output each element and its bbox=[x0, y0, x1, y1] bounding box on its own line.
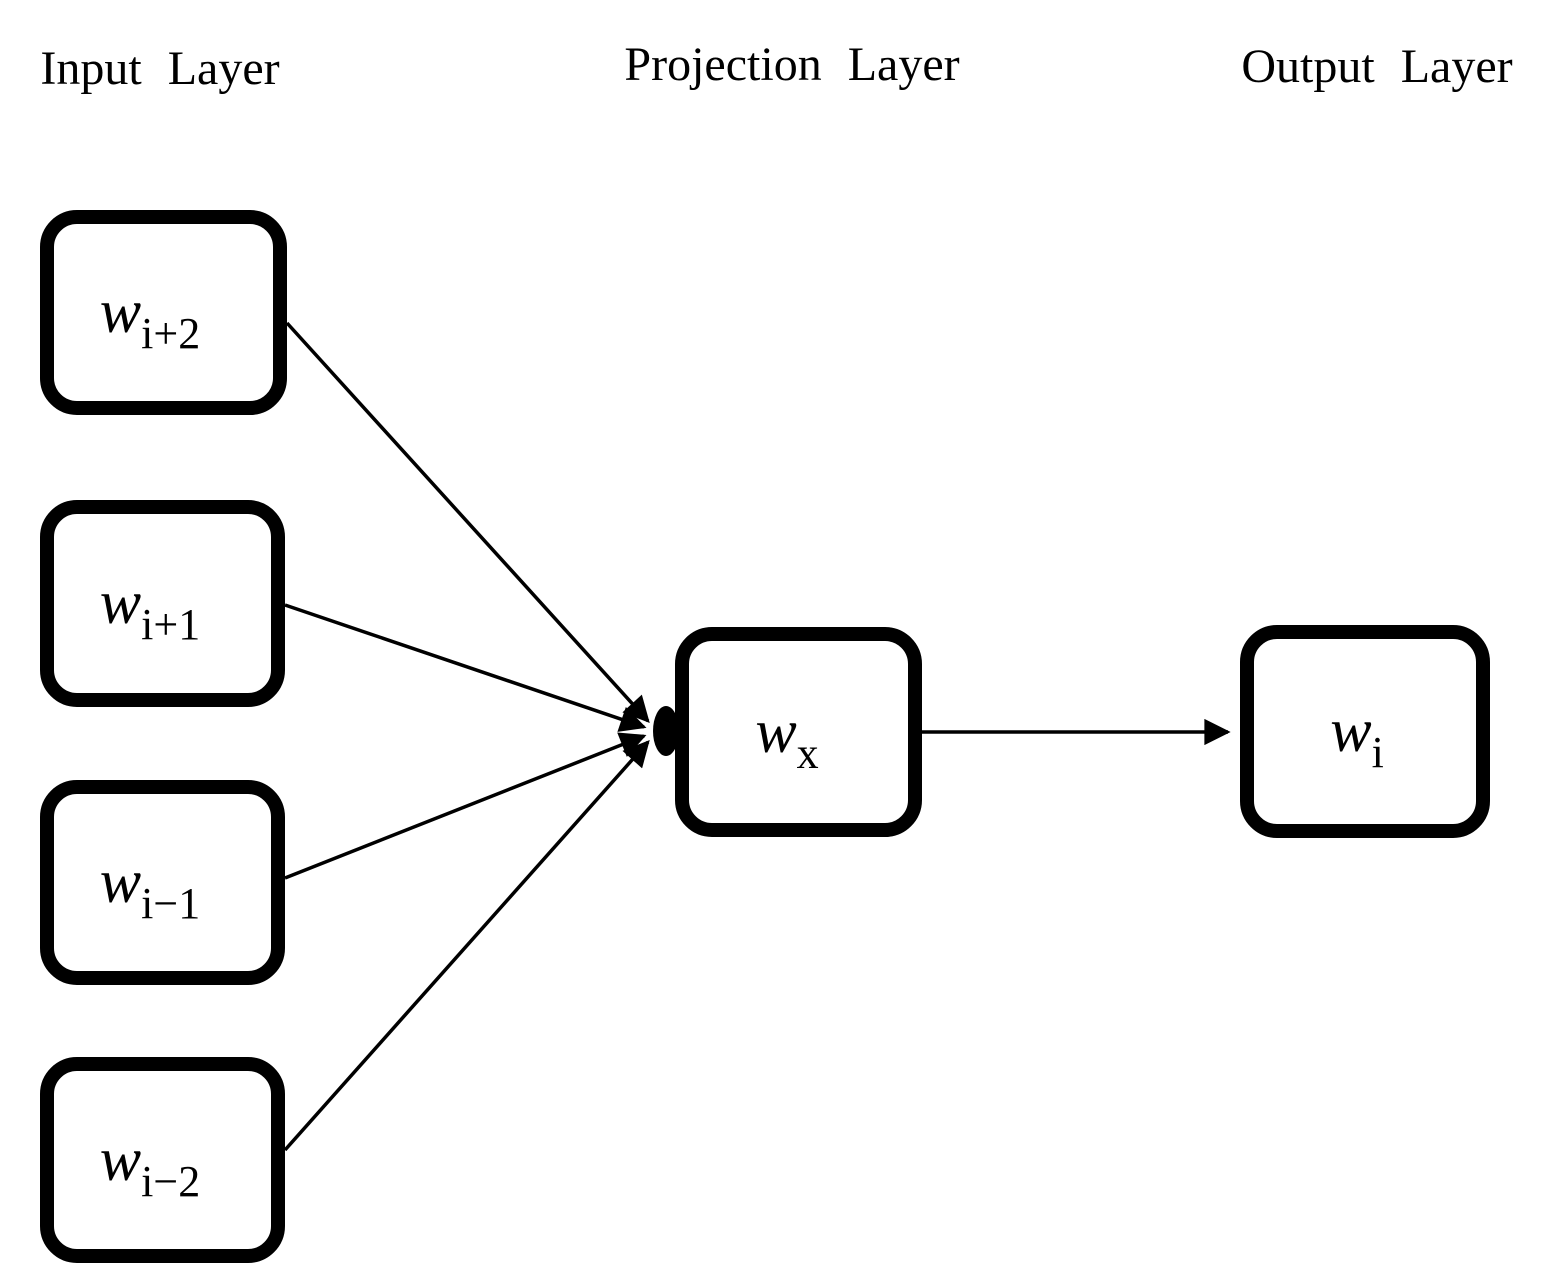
output-layer-header: Output Layer bbox=[1241, 40, 1512, 93]
edge-input4-to-projection bbox=[283, 740, 650, 1152]
output-node-box bbox=[1240, 625, 1490, 838]
input-node-label-4: wi−2 bbox=[100, 1126, 200, 1206]
input-node-box-1 bbox=[40, 210, 287, 415]
output-node-label: wi bbox=[1330, 697, 1384, 777]
input-node-label-1: wi+2 bbox=[100, 278, 200, 358]
edge-input3-to-projection bbox=[284, 732, 647, 880]
input-node-label-3: wi−1 bbox=[100, 848, 200, 928]
input-layer-header: Input Layer bbox=[40, 42, 279, 95]
input-node-label-2: wi+1 bbox=[100, 569, 200, 649]
edge-input2-to-projection bbox=[284, 603, 647, 732]
arrowhead-convergence-blob bbox=[653, 706, 679, 756]
projection-node-box bbox=[675, 627, 922, 837]
input-node-box-3 bbox=[40, 780, 285, 985]
edge-input1-to-projection bbox=[285, 321, 650, 723]
projection-node-label: wx bbox=[755, 698, 818, 778]
projection-layer-header: Projection Layer bbox=[624, 38, 959, 91]
input-node-box-2 bbox=[40, 500, 285, 707]
input-node-box-4 bbox=[40, 1057, 285, 1263]
